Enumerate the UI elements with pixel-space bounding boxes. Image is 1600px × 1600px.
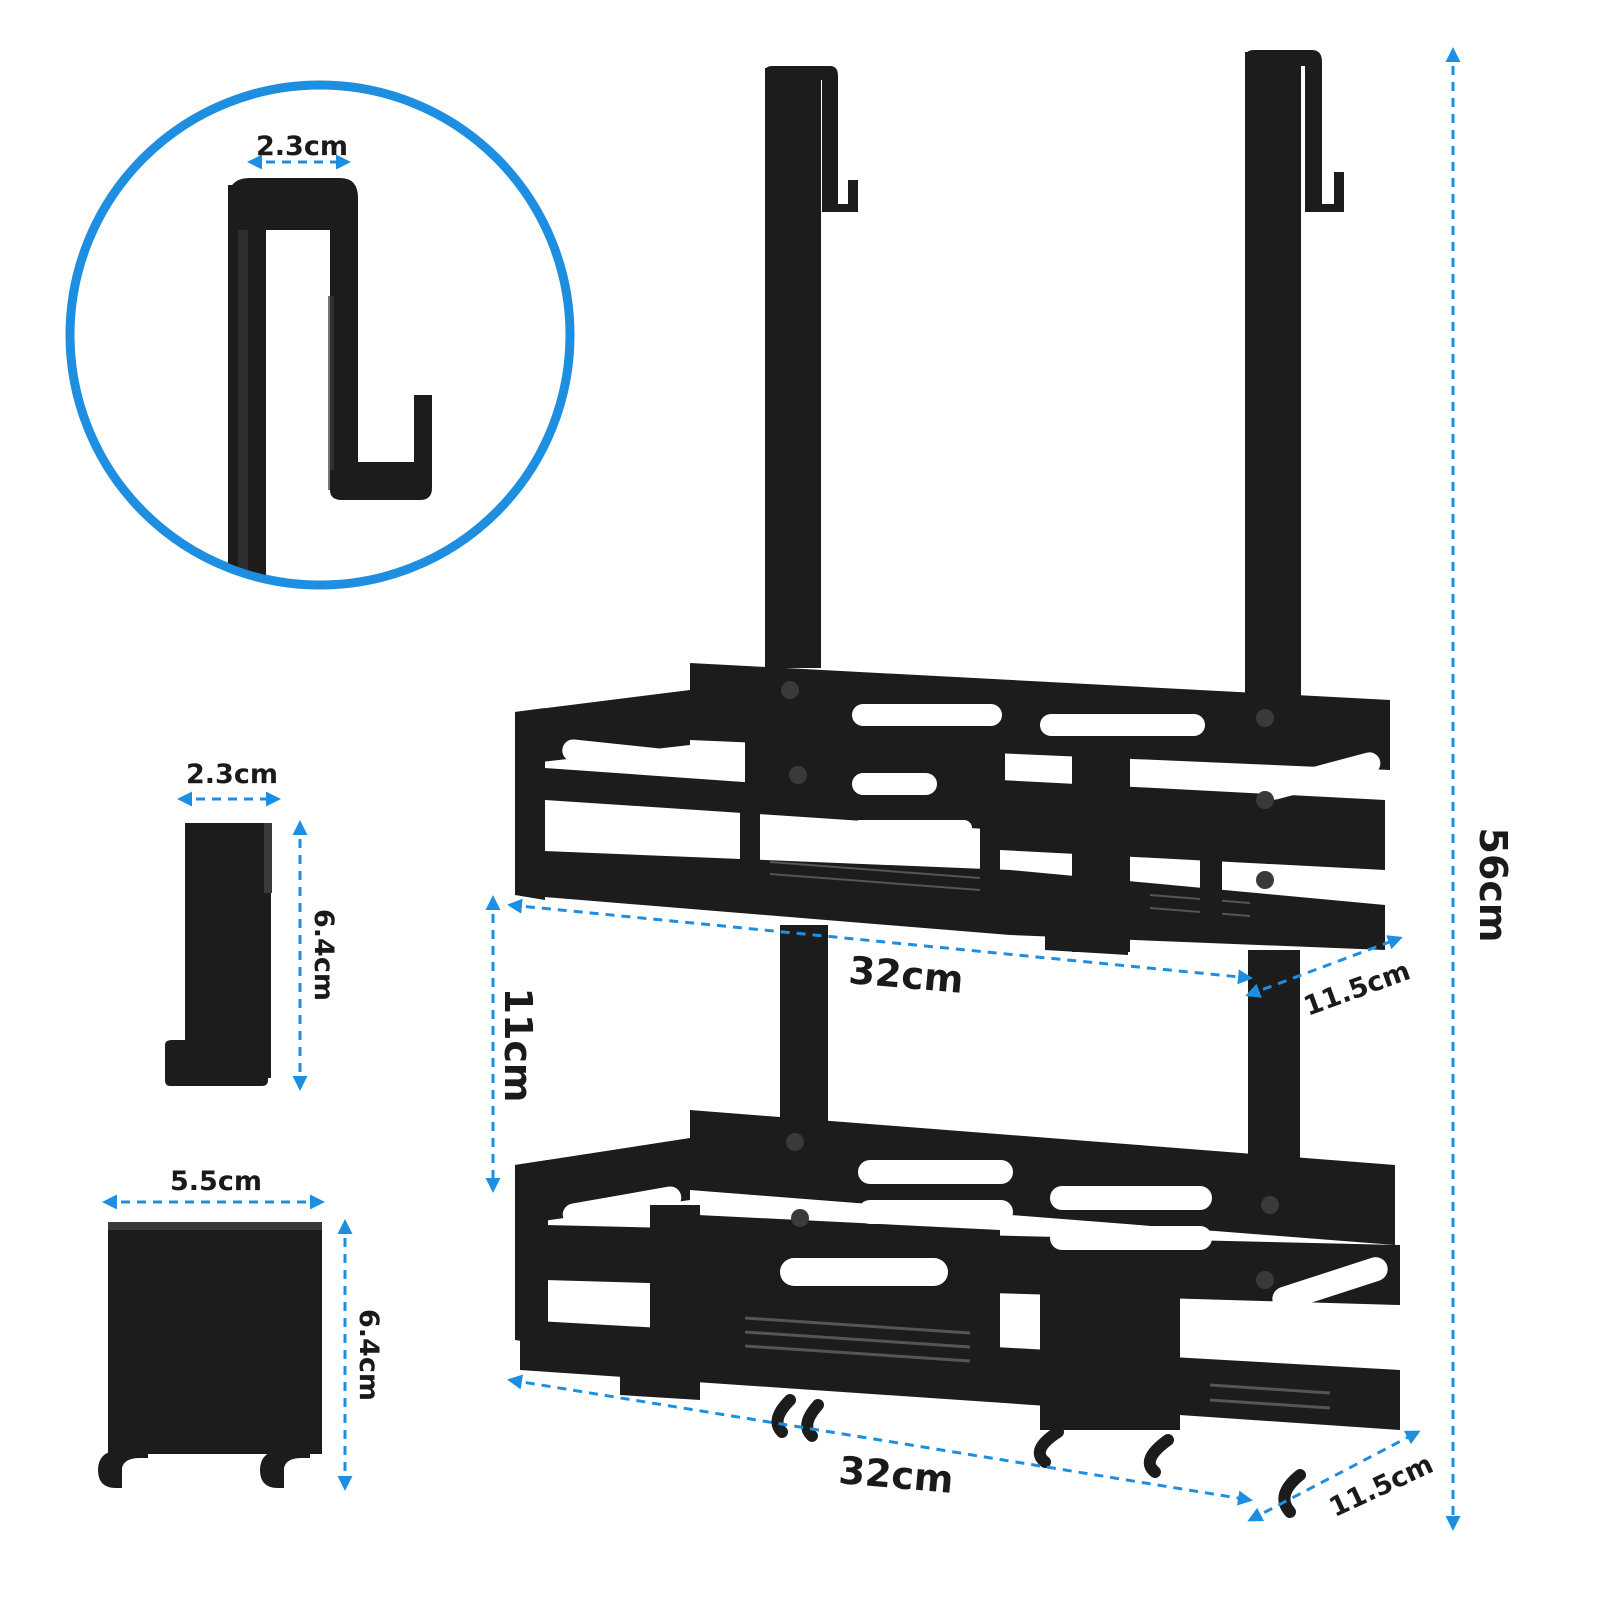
bottom-shelf xyxy=(515,1110,1400,1518)
bottom-shelf-depth-label: 11.5cm xyxy=(1325,1449,1438,1524)
detail-circle xyxy=(65,80,575,590)
double-hook-body xyxy=(108,1222,322,1454)
single-hook-height-label: 6.4cm xyxy=(308,909,339,1001)
single-hook-body xyxy=(185,823,271,1078)
hook-detail-callout: 2.3cm xyxy=(65,80,575,590)
right-hanger-arm xyxy=(1245,50,1344,702)
single-hook-accessory: 2.3cm 6.4cm xyxy=(165,759,339,1091)
left-upright xyxy=(780,925,828,1125)
shelf-gap-label: 11cm xyxy=(496,987,540,1102)
left-hanger-arm xyxy=(765,66,858,668)
single-hook-width-label: 2.3cm xyxy=(186,759,278,790)
hook-detail-illustration xyxy=(228,178,432,581)
top-shelf-width-label: 32cm xyxy=(847,948,965,1002)
top-shelf-depth-arrow xyxy=(1245,935,1403,998)
total-height-label: 56cm xyxy=(1471,827,1515,942)
double-hook-height-label: 6.4cm xyxy=(353,1309,384,1401)
double-hook-accessory: 5.5cm 6.4cm xyxy=(98,1166,384,1491)
double-hook-width-label: 5.5cm xyxy=(170,1166,262,1197)
double-hook-right-prong xyxy=(260,1450,310,1488)
bottom-shelf-width-arrow xyxy=(507,1374,1253,1506)
double-hook-left-prong xyxy=(98,1450,148,1488)
top-shelf xyxy=(515,663,1390,955)
hook-detail-width-label: 2.3cm xyxy=(256,131,348,162)
top-shelf-depth-label: 11.5cm xyxy=(1300,956,1415,1023)
shower-caddy-rack xyxy=(515,50,1400,1518)
right-upright xyxy=(1248,950,1300,1185)
bottom-shelf-width-label: 32cm xyxy=(837,1448,955,1502)
top-shelf-width-arrow xyxy=(507,898,1253,985)
